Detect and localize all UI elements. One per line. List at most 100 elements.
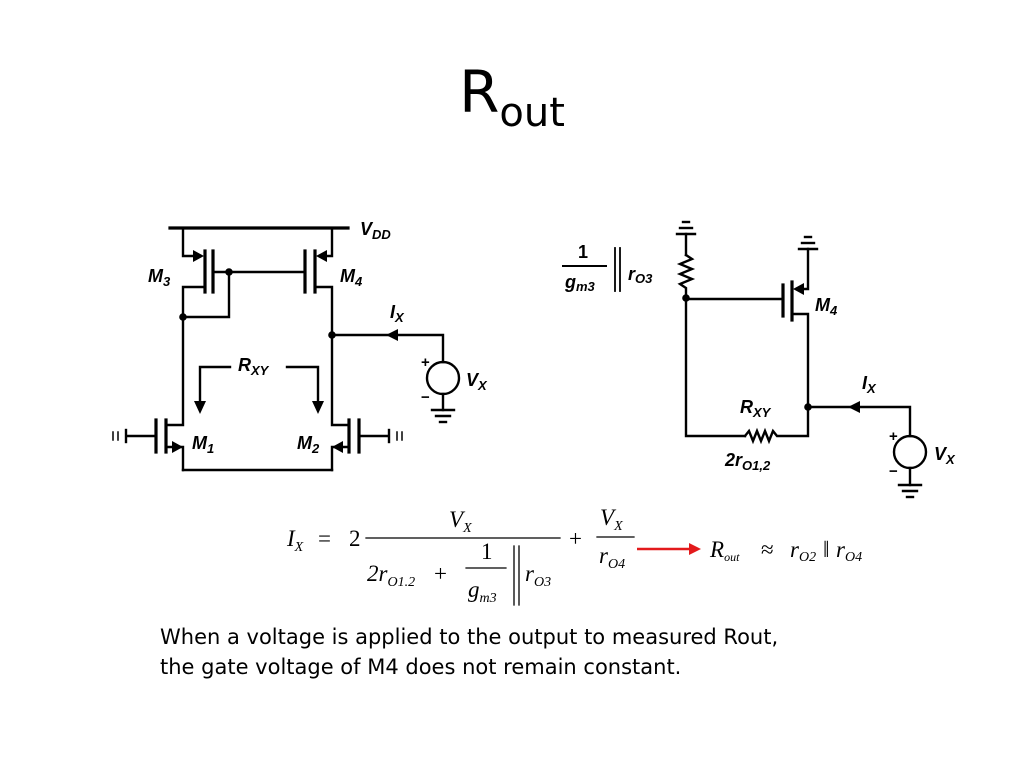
rxy-label-main: R: [238, 355, 251, 375]
rxy-right-arrowhead: [312, 401, 324, 414]
vx-label-main: V: [466, 370, 480, 390]
eq-term2-numerator: VX: [600, 505, 623, 534]
load-resistor: [676, 253, 696, 300]
m3-label-main: M: [148, 266, 164, 286]
right-ix-label-sub: X: [866, 381, 877, 396]
left-circuit: VDD M3 M4 IX + − VX: [112, 219, 488, 472]
rxy-value-label: 2rO1,2: [724, 450, 771, 473]
ix-equation: IX = 2 VX 2rO1.2 + 1 gm3 rO3 + VX rO4 Ro…: [286, 505, 862, 606]
eq-lhs: IX: [286, 526, 304, 555]
eq-result-lhs-main: R: [709, 537, 724, 562]
load-label-ro3-sub: O3: [635, 271, 653, 286]
eq-inv-gm-sub: m3: [480, 591, 497, 606]
left-ac-ground-symbol: [675, 220, 697, 257]
rxy-right-arrow-line: [285, 365, 320, 404]
eq-result-b-main: r: [836, 537, 846, 562]
result-arrow-head: [689, 543, 701, 555]
m3-transistor: M3: [148, 226, 215, 294]
eq-result-lhs-sub: out: [724, 550, 740, 564]
right-ix-label: IX: [862, 373, 877, 396]
eq-term1-r: rO3: [525, 561, 551, 590]
right-vx-label: VX: [934, 444, 956, 467]
eq-term1-numerator: VX: [449, 507, 472, 536]
right-circuit: 1 gm3 rO3 M4 RXY 2rO1,2 IX: [562, 220, 956, 499]
eq-term1-r-sub: O3: [534, 575, 551, 590]
caption-line-2: the gate voltage of M4 does not remain c…: [160, 655, 682, 679]
eq-term1-ro: 2rO1.2: [367, 561, 415, 590]
m4-label-sub: 4: [354, 274, 363, 289]
m2-label-sub: 2: [311, 441, 320, 456]
right-m4-label: M4: [815, 295, 838, 318]
load-label: 1 gm3 rO3: [562, 242, 653, 294]
rxy-value-main: 2r: [724, 450, 743, 470]
vx-label-sub: X: [477, 378, 488, 393]
m4-label: M4: [340, 266, 363, 289]
slide-title-main: R: [459, 58, 500, 126]
ix-label-main: I: [390, 302, 396, 322]
rxy-value-sub: O1,2: [742, 458, 771, 473]
m3-source-arrow: [193, 250, 204, 262]
m3-label-sub: 3: [163, 274, 171, 289]
load-label-denominator-main: g: [564, 272, 576, 292]
rxy-left-arrow-line: [198, 365, 232, 404]
rxy-resistor: [743, 405, 810, 445]
caption-line-1: When a voltage is applied to the output …: [160, 625, 779, 649]
right-vx-label-sub: X: [945, 452, 956, 467]
m4-label-main: M: [340, 266, 356, 286]
right-branch-wire: [313, 285, 350, 427]
right-vx-label-main: V: [934, 444, 948, 464]
right-vx-source: [892, 434, 928, 470]
m3-diode-wire: [181, 270, 231, 319]
slide-caption: When a voltage is applied to the output …: [160, 622, 778, 682]
m3-source-wire: [181, 226, 198, 258]
ground-symbol: [430, 392, 456, 424]
eq-equals: =: [318, 526, 331, 551]
right-ground-symbol: [897, 466, 923, 499]
m1-label-main: M: [192, 433, 208, 453]
ix-arrow: [386, 329, 398, 341]
eq-result-lhs: Rout: [709, 537, 740, 564]
load-label-ro3: rO3: [628, 264, 653, 286]
eq-result-parallel: ‖: [823, 537, 829, 562]
eq-term1-numerator-sub: X: [462, 521, 472, 536]
eq-coefficient: 2: [349, 526, 361, 551]
right-m4-label-main: M: [815, 295, 831, 315]
eq-term2-denominator-main: r: [599, 543, 609, 568]
eq-term2-denominator: rO4: [599, 543, 625, 572]
eq-term1-ro-sub: O1.2: [387, 575, 415, 590]
eq-lhs-sub: X: [294, 540, 304, 555]
right-ac-ground-symbol: [797, 235, 819, 251]
rxy-label: RXY: [238, 355, 270, 378]
slide-title-subscript: out: [499, 90, 565, 136]
m2-label-main: M: [297, 433, 313, 453]
eq-term1-denominator-plus: +: [434, 561, 447, 586]
eq-plus: +: [569, 526, 582, 551]
m3-label: M3: [148, 266, 171, 289]
test-source-wire: [330, 333, 445, 364]
ix-label-sub: X: [394, 310, 405, 325]
eq-result-b: rO4: [836, 537, 862, 565]
eq-inv-gm-numerator: 1: [481, 539, 493, 564]
vdd-label-main: V: [360, 219, 374, 239]
right-vx-minus-sign: −: [889, 463, 898, 480]
rxy-left-arrowhead: [194, 401, 206, 414]
right-vx-plus-sign: +: [889, 428, 898, 445]
m1-transistor: M1: [112, 418, 214, 472]
m2-transistor: M2: [297, 418, 403, 472]
right-m4-drain-wire: [790, 312, 810, 409]
eq-term2-denominator-sub: O4: [608, 557, 625, 572]
left-branch-wire: [165, 285, 207, 427]
m2-source-arrow: [332, 441, 343, 453]
eq-term1-r-main: r: [525, 561, 535, 586]
eq-result-a-main: r: [790, 537, 800, 562]
m4-source-arrow: [316, 250, 327, 262]
eq-inv-gm-main: g: [468, 577, 480, 602]
m2-label: M2: [297, 433, 320, 456]
eq-term2-numerator-main: V: [600, 505, 617, 530]
right-m4-source-arrow: [793, 283, 804, 295]
slide-title: Rout: [0, 58, 1024, 136]
right-ix-label-main: I: [862, 373, 868, 393]
right-m4-transistor: M4: [781, 247, 838, 409]
vx-plus-sign: +: [421, 354, 430, 371]
